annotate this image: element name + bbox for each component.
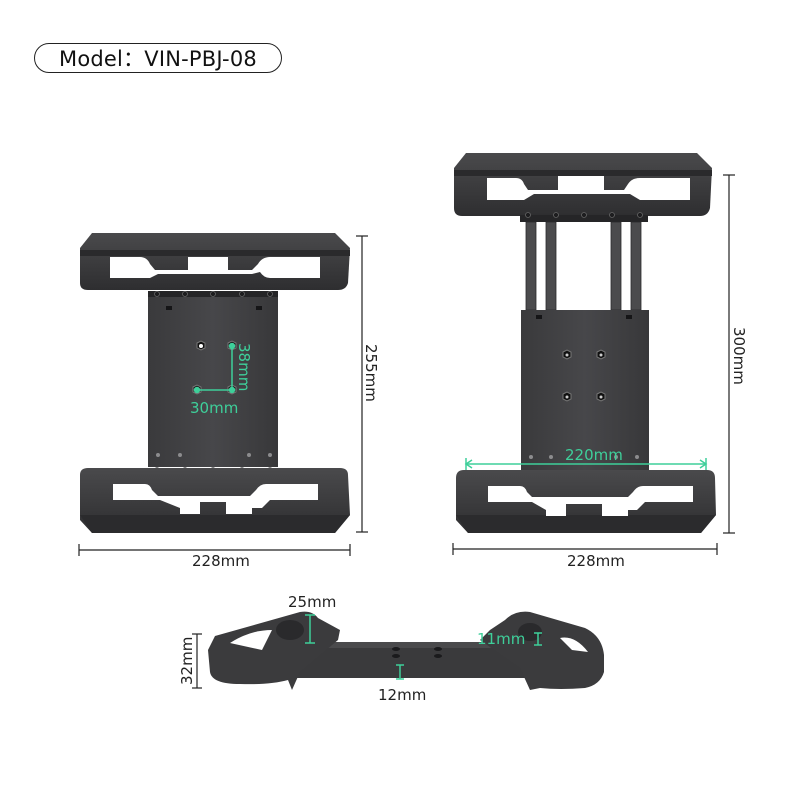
extended-height-label: 300mm	[730, 327, 748, 385]
extended-width-label: 228mm	[567, 552, 625, 570]
height-label: 255mm	[362, 344, 380, 402]
inner-width-dimension-line	[464, 458, 708, 470]
inner-lip-label: 11mm	[477, 630, 525, 648]
width-dimension-line	[78, 544, 351, 556]
side-height-dimension-line	[192, 633, 202, 689]
model-label-pill: Model：VIN-PBJ-08	[34, 43, 282, 73]
front-view-extended: 220mm 300mm 228mm	[452, 153, 748, 570]
lip-height-label: 25mm	[288, 593, 336, 611]
hole-vertical-label: 38mm	[235, 343, 253, 391]
hole-horizontal-label: 30mm	[190, 399, 238, 417]
bottom-tray	[80, 468, 350, 533]
height-dimension-line	[356, 235, 368, 533]
mounting-plate	[148, 297, 278, 467]
model-label: Model：VIN-PBJ-08	[59, 47, 257, 71]
inner-width-label: 220mm	[565, 446, 623, 464]
side-height-label: 32mm	[178, 637, 196, 685]
extended-width-dimension-line	[452, 543, 718, 555]
top-tray	[80, 233, 350, 290]
side-view: 25mm 11mm 12mm 32mm	[178, 593, 604, 704]
extended-height-dimension-line	[723, 174, 735, 534]
plate-thickness-label: 12mm	[378, 686, 426, 704]
front-view-closed: 38mm 30mm 255mm 228mm	[78, 233, 380, 570]
width-label: 228mm	[192, 552, 250, 570]
extension-rails	[525, 221, 642, 311]
top-tray-extended	[454, 153, 712, 216]
mounting-plate-extended	[521, 310, 649, 475]
bottom-tray-extended	[456, 470, 716, 533]
